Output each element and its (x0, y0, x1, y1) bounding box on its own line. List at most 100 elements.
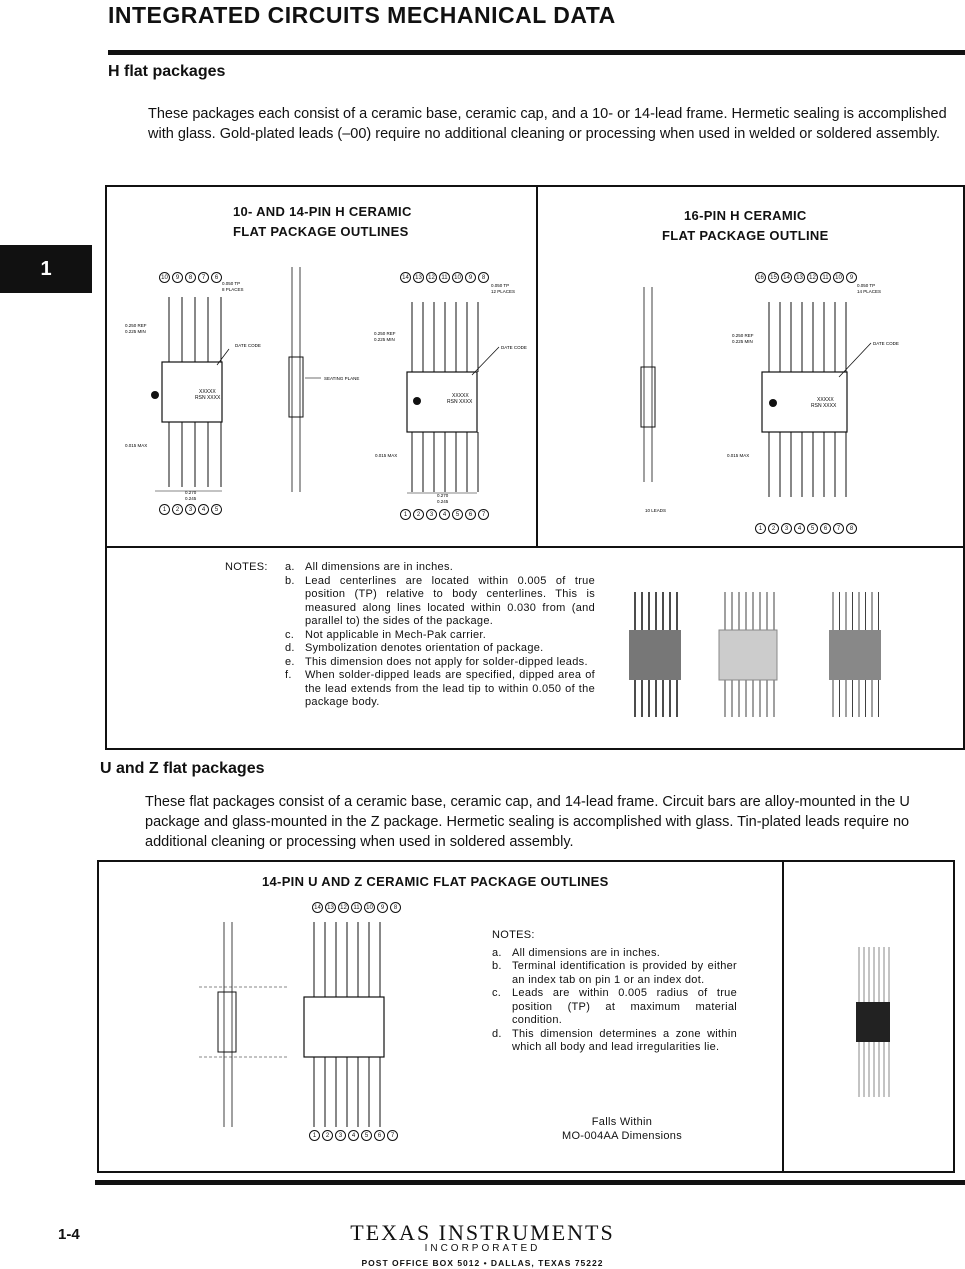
note-text: Leads are within 0.005 radius of true po… (512, 987, 737, 1026)
h-10-14-pin-drawings: XXXXX RSN XXXX DATE CODE 0.250 REF 0.225… (125, 267, 527, 504)
note-letter: f. (285, 669, 292, 681)
uz-notes-label: NOTES: (492, 929, 535, 941)
h-package-figure: 10- AND 14-PIN H CERAMIC FLAT PACKAGE OU… (105, 185, 965, 750)
svg-text:DATE CODE: DATE CODE (501, 345, 527, 350)
note-text: Terminal identification is provided by e… (512, 960, 737, 986)
section-tab-number: 1 (40, 257, 52, 280)
pin-number-circle: 8 (478, 272, 489, 283)
pin-number-circle: 6 (374, 1130, 385, 1141)
svg-text:8 PLACES: 8 PLACES (222, 287, 244, 292)
note-letter: a. (285, 561, 295, 573)
falls-within-line1: Falls Within (591, 1116, 653, 1128)
note-letter: b. (285, 574, 295, 587)
pin-number-circle: 10 (833, 272, 844, 283)
pin-number-circle: 2 (172, 504, 183, 515)
pin-number-circle: 7 (387, 1130, 398, 1141)
side-view-outline: SEATING PLANE (288, 267, 359, 492)
svg-text:RSN XXXX: RSN XXXX (811, 403, 837, 409)
note-text: Not applicable in Mech-Pak carrier. (305, 628, 487, 641)
note-text: All dimensions are in inches. (512, 946, 661, 959)
note-item: e. This dimension does not apply for sold… (285, 656, 595, 670)
pin-number-circle: 9 (377, 902, 388, 913)
right-panel-title-line1: 16-PIN H CERAMIC (684, 208, 807, 223)
svg-text:0.015 MAX: 0.015 MAX (727, 453, 749, 458)
h-notes-label: NOTES: (225, 561, 268, 573)
falls-within: Falls Within MO-004AA Dimensions (492, 1116, 752, 1143)
svg-text:0.245: 0.245 (437, 499, 449, 504)
svg-text:0.225 MIN: 0.225 MIN (125, 329, 146, 334)
note-letter: c. (492, 987, 502, 999)
pin-number-circle: 6 (211, 272, 222, 283)
notes-divider (107, 546, 963, 548)
pin-number-circle: 5 (452, 509, 463, 520)
note-letter: b. (492, 960, 502, 972)
note-item: d.Symbolization denotes orientation of p… (285, 642, 595, 656)
pin-number-circle: 4 (348, 1130, 359, 1141)
note-letter: a. (492, 946, 502, 959)
pin-number-circle: 14 (781, 272, 792, 283)
pin-number-circle: 15 (768, 272, 779, 283)
uz-package-photo (856, 947, 890, 1097)
pin-number-circle: 7 (198, 272, 209, 283)
svg-text:0.270: 0.270 (185, 490, 197, 495)
package-photos (629, 592, 881, 717)
left-panel-title-line2: FLAT PACKAGE OUTLINES (233, 224, 409, 239)
pin-number-circle: 13 (325, 902, 336, 913)
pin-number-circle: 12 (807, 272, 818, 283)
company-incorporated: INCORPORATED (424, 1243, 541, 1254)
pin-number-circle: 5 (361, 1130, 372, 1141)
pin-number-circle: 7 (478, 509, 489, 520)
pin-number-circle: 7 (833, 523, 844, 534)
uz-panel-divider (782, 862, 784, 1171)
note-text: All dimensions are in inches. (305, 561, 454, 573)
uz-section-body: These flat packages consist of a ceramic… (145, 794, 910, 850)
falls-within-line2: MO-004AA Dimensions (561, 1129, 683, 1142)
note-letter: c. (285, 628, 295, 641)
note-text: When solder-dipped leads are specified, … (305, 669, 595, 708)
uz-notes-list: a. All dimensions are in inches. b. Termina… (492, 947, 737, 1055)
pin-number-circle: 2 (322, 1130, 333, 1141)
pin-number-circle: 13 (413, 272, 424, 283)
svg-text:0.050 TP: 0.050 TP (491, 283, 509, 288)
16-pin-package-outline: XXXXX RSN XXXX DATE CODE 0.250 REF 0.225… (727, 283, 899, 458)
uz-notes: NOTES: a. All dimensions are in inches. b.… (492, 929, 737, 1055)
pin-number-circle: 3 (781, 523, 792, 534)
pin-number-circle: 14 (400, 272, 411, 283)
svg-text:10 LEADS: 10 LEADS (645, 508, 666, 513)
panel-divider (536, 187, 538, 548)
pin-number-circle: 6 (465, 509, 476, 520)
pin-number-circle: 11 (351, 902, 362, 913)
svg-text:DATE CODE: DATE CODE (873, 341, 899, 346)
pin-number-circle: 3 (426, 509, 437, 520)
uz-drawings (199, 922, 385, 1127)
right-panel-title-line2: FLAT PACKAGE OUTLINE (662, 228, 829, 243)
svg-text:XXXXX: XXXXX (452, 393, 469, 399)
svg-text:DATE CODE: DATE CODE (235, 343, 261, 348)
photo-package-1 (629, 630, 681, 680)
pin-number-circle: 3 (335, 1130, 346, 1141)
h-16-pin-drawings: 10 LEADS XXXXX RSN XXXX DATE CODE 0.250 … (640, 283, 899, 513)
svg-text:XXXXX: XXXXX (817, 397, 834, 403)
pin-number-circle: 1 (400, 509, 411, 520)
pin-number-circle: 9 (465, 272, 476, 283)
note-text: This dimension determines a zone within … (512, 1027, 737, 1054)
note-text: This dimension does not apply for solder… (305, 655, 588, 668)
pin-number-circle: 10 (159, 272, 170, 283)
page-title: INTEGRATED CIRCUITS MECHANICAL DATA (108, 2, 616, 28)
pin-number-circle: 12 (338, 902, 349, 913)
svg-text:14 PLACES: 14 PLACES (857, 289, 881, 294)
pin-number-circle: 9 (846, 272, 857, 283)
pin-number-circle: 6 (820, 523, 831, 534)
header-rule (108, 50, 965, 55)
photo-package-3 (829, 630, 881, 680)
note-letter: e. (285, 655, 295, 668)
svg-text:0.050 TP: 0.050 TP (222, 281, 240, 286)
uz-section-heading: U and Z flat packages (100, 760, 265, 777)
pin-number-circle: 8 (846, 523, 857, 534)
